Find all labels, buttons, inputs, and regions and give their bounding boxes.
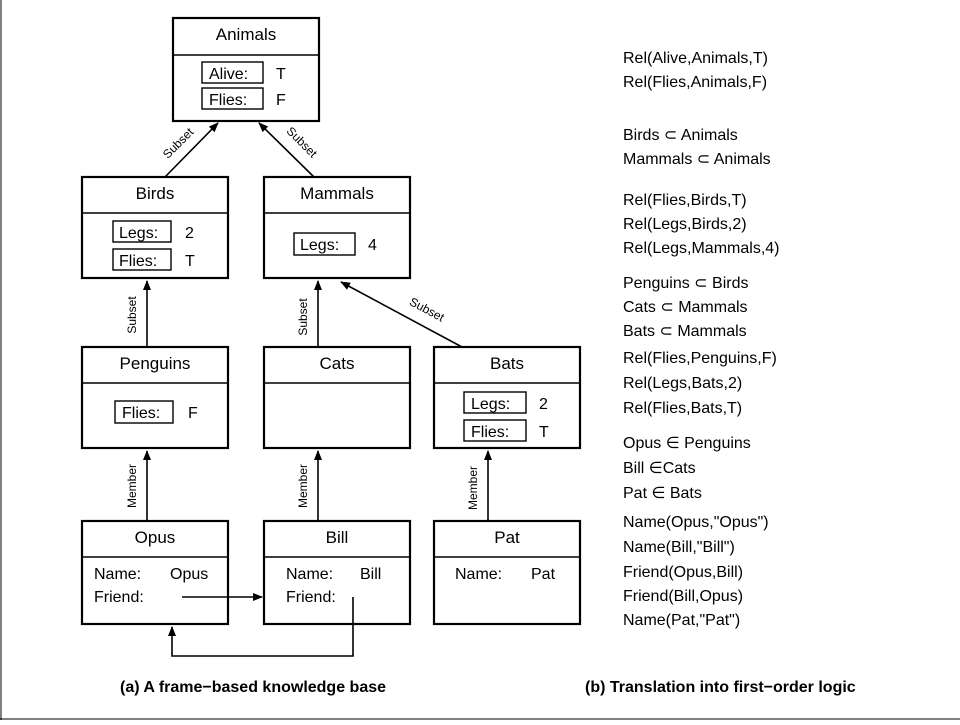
- frame-title: Bill: [326, 528, 349, 547]
- frame-title: Bats: [490, 354, 524, 373]
- frame-title: Animals: [216, 25, 276, 44]
- logic-line: Rel(Legs,Birds,2): [623, 216, 747, 233]
- logic-line: Friend(Bill,Opus): [623, 588, 743, 605]
- edge-birds-animals: Subset: [160, 122, 219, 178]
- slot-value: F: [188, 405, 198, 422]
- slot-name: Flies:: [471, 424, 509, 441]
- slot-name: Legs:: [119, 225, 158, 242]
- frame-title: Birds: [136, 184, 175, 203]
- logic-line: Rel(Flies,Penguins,F): [623, 350, 777, 367]
- logic-line: Opus ∈ Penguins: [623, 435, 751, 452]
- frame-title: Cats: [320, 354, 355, 373]
- member-label: Member: [466, 466, 480, 510]
- slot-name: Flies:: [119, 253, 157, 270]
- logic-line: Name(Opus,"Opus"): [623, 514, 769, 531]
- frame-birds: Birds Legs: 2 Flies: T: [80, 175, 230, 280]
- slot-name: Flies:: [122, 405, 160, 422]
- edge-bill-cats: Member: [296, 450, 322, 521]
- slot-value: Bill: [360, 566, 381, 583]
- logic-line: Name(Pat,"Pat"): [623, 612, 740, 629]
- logic-line: Bill ∈Cats: [623, 460, 696, 477]
- slot-value: Pat: [531, 566, 556, 583]
- frame-title: Mammals: [300, 184, 374, 203]
- subset-label: Subset: [296, 298, 310, 336]
- frame-animals: Animals Alive: T Flies: F: [171, 16, 321, 123]
- slot-name: Friend:: [286, 589, 336, 606]
- slot-value: T: [185, 253, 195, 270]
- logic-line: Rel(Legs,Mammals,4): [623, 240, 779, 257]
- frame-bats: Bats Legs: 2 Flies: T: [432, 345, 582, 450]
- slot-value: 2: [539, 396, 548, 413]
- logic-line: Mammals ⊂ Animals: [623, 151, 771, 168]
- subset-label: Subset: [160, 125, 197, 162]
- slot-name: Flies:: [209, 92, 247, 109]
- logic-line: Rel(Flies,Bats,T): [623, 400, 742, 417]
- member-label: Member: [296, 464, 310, 508]
- slot-value: Opus: [170, 566, 208, 583]
- logic-line: Name(Bill,"Bill"): [623, 539, 735, 556]
- slot-name: Friend:: [94, 589, 144, 606]
- edge-pat-bats: Member: [466, 450, 492, 521]
- logic-translation: Rel(Alive,Animals,T) Rel(Flies,Animals,F…: [623, 50, 779, 629]
- logic-line: Friend(Opus,Bill): [623, 564, 743, 581]
- slot-name: Name:: [455, 566, 502, 583]
- edge-bats-mammals: Subset: [340, 281, 463, 348]
- slot-value: T: [276, 66, 286, 83]
- slot-name: Alive:: [209, 66, 248, 83]
- slot-value: 2: [185, 225, 194, 242]
- caption-right: (b) Translation into first−order logic: [585, 679, 856, 696]
- slot-name: Legs:: [471, 396, 510, 413]
- edge-penguins-birds: Subset: [125, 280, 151, 347]
- frame-title: Penguins: [120, 354, 191, 373]
- logic-line: Pat ∈ Bats: [623, 485, 702, 502]
- slot-name: Name:: [286, 566, 333, 583]
- logic-line: Rel(Flies,Birds,T): [623, 192, 747, 209]
- logic-line: Birds ⊂ Animals: [623, 127, 738, 144]
- frame-cats: Cats: [262, 345, 412, 450]
- frame-title: Opus: [135, 528, 176, 547]
- slot-value: 4: [368, 237, 377, 254]
- logic-line: Cats ⊂ Mammals: [623, 299, 748, 316]
- frame-mammals: Mammals Legs: 4: [262, 175, 412, 280]
- logic-line: Penguins ⊂ Birds: [623, 275, 748, 292]
- slot-name: Legs:: [300, 237, 339, 254]
- frame-opus: Opus Name: Opus Friend:: [80, 519, 230, 626]
- frame-bill: Bill Name: Bill Friend:: [262, 519, 412, 626]
- logic-line: Rel(Legs,Bats,2): [623, 375, 742, 392]
- edge-bill-friend-opus: [168, 597, 354, 657]
- logic-line: Bats ⊂ Mammals: [623, 323, 747, 340]
- slot-value: F: [276, 92, 286, 109]
- edge-mammals-animals: Subset: [258, 122, 321, 178]
- subset-label: Subset: [284, 124, 321, 161]
- logic-line: Rel(Alive,Animals,T): [623, 50, 768, 67]
- logic-line: Rel(Flies,Animals,F): [623, 74, 767, 91]
- edge-opus-penguins: Member: [125, 450, 151, 521]
- edge-cats-mammals: Subset: [296, 280, 322, 347]
- slot-name: Name:: [94, 566, 141, 583]
- caption-left: (a) A frame−based knowledge base: [120, 679, 386, 696]
- frame-title: Pat: [494, 528, 520, 547]
- slot-value: T: [539, 424, 549, 441]
- subset-label: Subset: [125, 296, 139, 334]
- member-label: Member: [125, 464, 139, 508]
- frame-pat: Pat Name: Pat: [432, 519, 582, 626]
- frame-penguins: Penguins Flies: F: [80, 345, 230, 450]
